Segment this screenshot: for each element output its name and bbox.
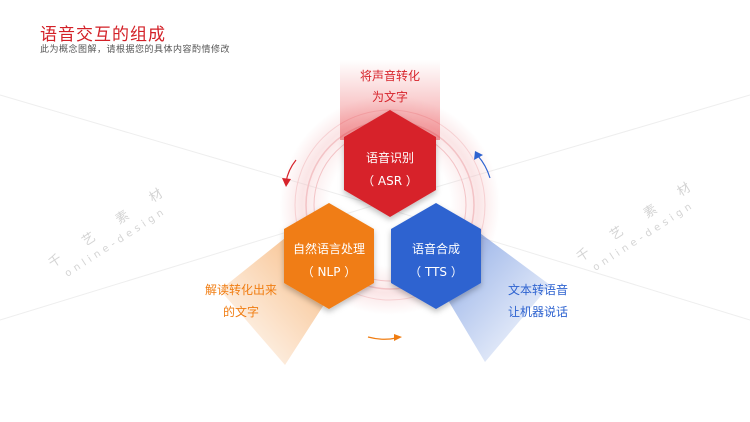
nlp-name: 自然语言处理: [293, 241, 365, 256]
asr-desc-line2: 为文字: [372, 89, 408, 104]
watermark-right-char-3: 素: [641, 200, 663, 221]
tts-hexagon: [391, 203, 481, 309]
nlp-abbr: （ NLP ）: [302, 265, 357, 279]
nlp-desc-line2: 的文字: [223, 304, 259, 319]
asr-hexagon: [344, 110, 436, 217]
watermark-left: 千 艺 素 材 online-design: [46, 185, 169, 280]
tts-desc-line1: 文本转语音: [508, 282, 568, 297]
tts-abbr: （ TTS ）: [409, 265, 463, 279]
watermark-right: 千 艺 素 材 online-design: [574, 179, 697, 274]
tts-desc-line2: 让机器说话: [508, 304, 568, 319]
page-title: 语音交互的组成: [40, 25, 166, 45]
watermark-left-char-4: 材: [147, 185, 169, 206]
asr-desc-line1: 将声音转化: [360, 68, 420, 83]
tts-name: 语音合成: [412, 241, 460, 256]
watermark-left-char-1: 千: [46, 250, 68, 271]
asr-name: 语音识别: [366, 150, 414, 165]
watermark-right-char-2: 艺: [608, 222, 630, 243]
nlp-desc-line1: 解读转化出来: [205, 282, 277, 297]
arrow-top-right: [474, 151, 491, 179]
watermark-right-char-4: 材: [675, 179, 697, 200]
watermark-left-char-3: 素: [113, 206, 135, 227]
arrow-top-left: [282, 159, 297, 187]
page-subtitle: 此为概念图解，请根据您的具体内容酌情修改: [40, 45, 231, 55]
asr-abbr: （ ASR ）: [362, 174, 418, 188]
watermark-right-char-1: 千: [574, 244, 596, 265]
arrow-bottom: [367, 334, 402, 341]
watermark-left-char-2: 艺: [80, 228, 102, 249]
nlp-hexagon: [284, 203, 374, 309]
